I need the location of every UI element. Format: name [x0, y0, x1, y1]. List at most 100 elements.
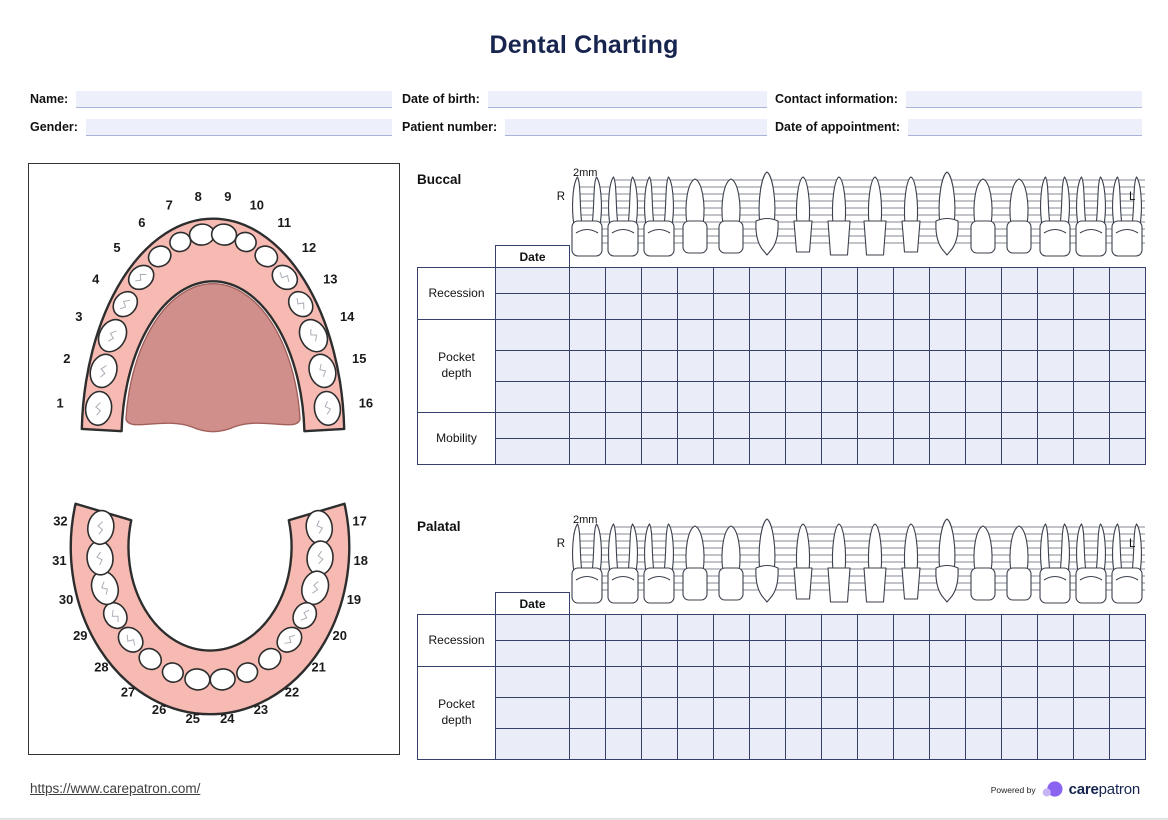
value-cell[interactable] — [1001, 640, 1038, 667]
value-cell[interactable] — [1109, 728, 1146, 760]
value-cell[interactable] — [965, 697, 1002, 729]
value-cell[interactable] — [893, 319, 930, 351]
value-cell[interactable] — [785, 412, 822, 439]
value-cell[interactable] — [1073, 666, 1110, 698]
website-link[interactable]: https://www.carepatron.com/ — [30, 781, 201, 796]
name-input[interactable] — [76, 91, 392, 108]
value-cell[interactable] — [893, 412, 930, 439]
value-cell[interactable] — [821, 267, 858, 294]
value-cell[interactable] — [1109, 640, 1146, 667]
value-cell[interactable] — [641, 319, 678, 351]
value-cell[interactable] — [605, 319, 642, 351]
value-cell[interactable] — [1073, 350, 1110, 382]
value-cell[interactable] — [1037, 666, 1074, 698]
value-cell[interactable] — [1073, 640, 1110, 667]
value-cell[interactable] — [785, 697, 822, 729]
value-cell[interactable] — [929, 614, 966, 641]
value-cell[interactable] — [569, 319, 606, 351]
value-cell[interactable] — [749, 350, 786, 382]
date-of-appointment-input[interactable] — [908, 119, 1142, 136]
value-cell[interactable] — [965, 381, 1002, 413]
date-of-birth-input[interactable] — [487, 91, 767, 108]
value-cell[interactable] — [1109, 293, 1146, 320]
value-cell[interactable] — [965, 728, 1002, 760]
value-cell[interactable] — [785, 381, 822, 413]
value-cell[interactable] — [965, 319, 1002, 351]
value-cell[interactable] — [857, 293, 894, 320]
value-cell[interactable] — [569, 267, 606, 294]
value-cell[interactable] — [857, 412, 894, 439]
value-cell[interactable] — [929, 438, 966, 465]
value-cell[interactable] — [749, 438, 786, 465]
value-cell[interactable] — [677, 381, 714, 413]
value-cell[interactable] — [785, 728, 822, 760]
value-cell[interactable] — [749, 293, 786, 320]
value-cell[interactable] — [641, 381, 678, 413]
date-cell[interactable] — [495, 319, 570, 351]
value-cell[interactable] — [1037, 697, 1074, 729]
value-cell[interactable] — [749, 319, 786, 351]
value-cell[interactable] — [713, 666, 750, 698]
value-cell[interactable] — [1037, 412, 1074, 439]
value-cell[interactable] — [965, 614, 1002, 641]
value-cell[interactable] — [929, 267, 966, 294]
value-cell[interactable] — [857, 267, 894, 294]
value-cell[interactable] — [821, 666, 858, 698]
value-cell[interactable] — [713, 697, 750, 729]
value-cell[interactable] — [605, 293, 642, 320]
value-cell[interactable] — [713, 381, 750, 413]
value-cell[interactable] — [569, 728, 606, 760]
value-cell[interactable] — [1073, 697, 1110, 729]
value-cell[interactable] — [641, 666, 678, 698]
value-cell[interactable] — [857, 666, 894, 698]
value-cell[interactable] — [857, 614, 894, 641]
value-cell[interactable] — [1037, 728, 1074, 760]
value-cell[interactable] — [1073, 728, 1110, 760]
value-cell[interactable] — [569, 293, 606, 320]
value-cell[interactable] — [929, 666, 966, 698]
value-cell[interactable] — [641, 267, 678, 294]
value-cell[interactable] — [929, 728, 966, 760]
value-cell[interactable] — [749, 640, 786, 667]
value-cell[interactable] — [1037, 267, 1074, 294]
value-cell[interactable] — [641, 350, 678, 382]
value-cell[interactable] — [965, 350, 1002, 382]
value-cell[interactable] — [1037, 350, 1074, 382]
value-cell[interactable] — [1037, 640, 1074, 667]
value-cell[interactable] — [1037, 319, 1074, 351]
value-cell[interactable] — [605, 614, 642, 641]
value-cell[interactable] — [1001, 350, 1038, 382]
value-cell[interactable] — [1037, 614, 1074, 641]
value-cell[interactable] — [1001, 381, 1038, 413]
value-cell[interactable] — [893, 293, 930, 320]
value-cell[interactable] — [893, 728, 930, 760]
value-cell[interactable] — [641, 293, 678, 320]
value-cell[interactable] — [1001, 728, 1038, 760]
value-cell[interactable] — [857, 319, 894, 351]
value-cell[interactable] — [821, 293, 858, 320]
value-cell[interactable] — [857, 697, 894, 729]
value-cell[interactable] — [677, 666, 714, 698]
value-cell[interactable] — [749, 267, 786, 294]
value-cell[interactable] — [677, 614, 714, 641]
value-cell[interactable] — [785, 319, 822, 351]
value-cell[interactable] — [1001, 293, 1038, 320]
value-cell[interactable] — [605, 381, 642, 413]
value-cell[interactable] — [857, 640, 894, 667]
value-cell[interactable] — [749, 381, 786, 413]
value-cell[interactable] — [749, 412, 786, 439]
value-cell[interactable] — [1001, 697, 1038, 729]
value-cell[interactable] — [821, 697, 858, 729]
value-cell[interactable] — [965, 412, 1002, 439]
date-cell[interactable] — [495, 412, 570, 439]
value-cell[interactable] — [929, 381, 966, 413]
value-cell[interactable] — [569, 381, 606, 413]
value-cell[interactable] — [605, 267, 642, 294]
value-cell[interactable] — [857, 728, 894, 760]
value-cell[interactable] — [713, 728, 750, 760]
value-cell[interactable] — [1073, 412, 1110, 439]
value-cell[interactable] — [821, 381, 858, 413]
value-cell[interactable] — [1109, 319, 1146, 351]
value-cell[interactable] — [641, 728, 678, 760]
value-cell[interactable] — [641, 438, 678, 465]
